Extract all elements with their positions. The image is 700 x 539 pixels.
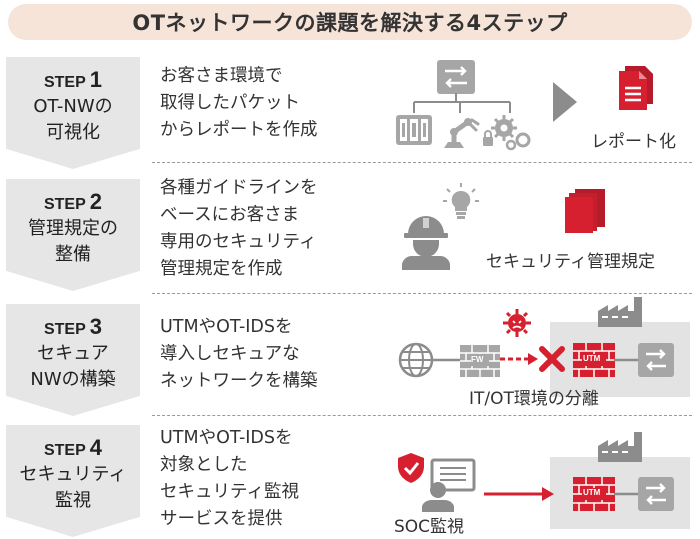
gears-lock-icon [483,115,531,151]
page-title: OTネットワークの課題を解決する4ステップ [8,4,692,40]
report-label: レポート化 [591,132,676,152]
step-3-name: セキュア NWの構築 [30,343,116,390]
monitoring-arrow [484,487,554,501]
it-ot-separation-label: IT/OT環境の分離 [469,389,599,409]
utm-label: UTM [583,354,601,363]
fw-label: FW [471,355,484,364]
virus-icon [503,309,531,337]
security-shield-icon [398,453,424,483]
utm-icon [573,343,615,377]
report-document-icon [619,66,653,110]
arrow-right-icon [553,82,577,122]
utm-switch-connector [614,492,638,496]
factory-icon [598,432,642,462]
globe-icon [398,342,434,378]
step-1-name: OT-NWの 可視化 [33,96,113,143]
utm-icon [573,477,615,511]
step-1-description: お客さま環境で 取得したパケット からレポートを作成 [160,66,318,140]
blocked-dashed-arrow [500,353,538,365]
control-panel-icon [396,115,432,145]
fw-connector-line [432,358,462,362]
soc-operator-icon [422,458,476,512]
divider [152,162,692,163]
divider [152,415,692,416]
soc-monitoring-label: SOC監視 [394,517,465,537]
network-switch-icon [437,60,475,94]
step-4-name: セキュリティ 監視 [19,464,127,511]
block-x-icon [539,346,565,372]
utm-switch-connector [614,358,638,362]
divider [152,293,692,294]
tree-connector-lines [413,93,511,113]
step-4-description: UTMやOT-IDSを 対象とした セキュリティ監視 サービスを提供 [160,428,299,529]
step-2-name: 管理規定の 整備 [28,218,118,265]
lightbulb-icon [443,183,479,219]
factory-icon [598,297,642,327]
step-2-description: 各種ガイドラインを ベースにお客さま 専用のセキュリティ 管理規定を作成 [160,178,318,279]
ot-switch-icon [638,477,674,511]
step-3-description: UTMやOT-IDSを 導入しセキュアな ネットワークを構築 [160,317,318,391]
firewall-icon [460,345,500,377]
regulation-label: セキュリティ管理規定 [486,252,655,272]
worker-helmet-icon [402,216,450,270]
utm-label: UTM [583,488,601,497]
regulation-document-icon [565,189,605,233]
robot-arm-icon [444,118,480,148]
ot-switch-icon [638,343,674,377]
